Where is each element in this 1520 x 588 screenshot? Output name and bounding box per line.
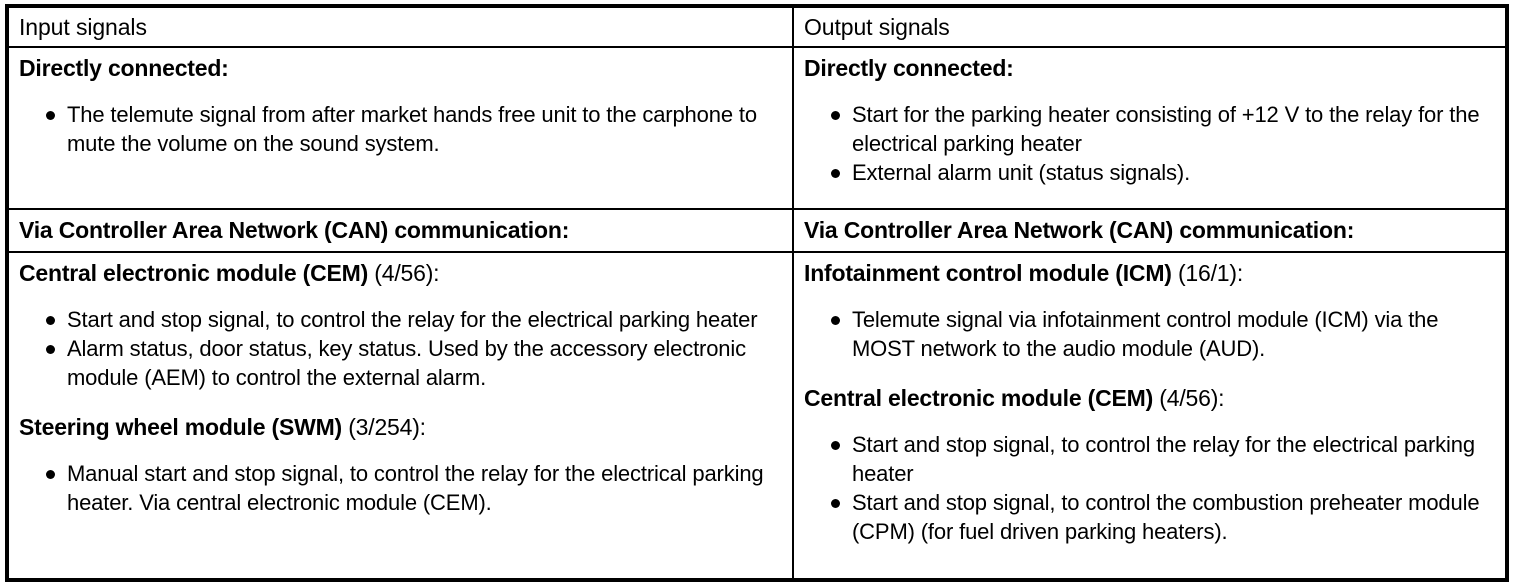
list-item-text: The telemute signal from after market ha… [67, 102, 757, 156]
list-item: Start for the parking heater consisting … [804, 100, 1495, 158]
bullet-dot-icon [831, 316, 840, 325]
bullet-list-input-cem: Start and stop signal, to control the re… [19, 305, 782, 392]
bullet-dot-icon [46, 111, 55, 120]
bullet-list-output-directly-connected: Start for the parking heater consisting … [804, 100, 1495, 187]
column-title-output-signals: Output signals [804, 14, 950, 40]
spacer [804, 83, 1495, 100]
cell-output-directly-connected: Directly connected: Start for the parkin… [794, 48, 1505, 208]
cell-output-can-body: Infotainment control module (ICM) (16/1)… [794, 253, 1505, 578]
list-item: Start and stop signal, to control the re… [804, 430, 1495, 488]
bullet-dot-icon [46, 316, 55, 325]
bullet-dot-icon [831, 169, 840, 178]
spacer [19, 288, 782, 305]
list-item: The telemute signal from after market ha… [19, 100, 782, 158]
subheading-directly-connected-input: Directly connected: [19, 55, 229, 81]
spacer [19, 442, 782, 459]
banner-can-input: Via Controller Area Network (CAN) commun… [19, 217, 570, 243]
header-cell-output: Output signals [794, 8, 1505, 46]
subheading-swm-input-bold: Steering wheel module (SWM) [19, 414, 343, 440]
subheading-cem-output-ref: (4/56): [1153, 385, 1225, 411]
cell-input-can-banner: Via Controller Area Network (CAN) commun… [9, 210, 794, 251]
bullet-list-input-directly-connected: The telemute signal from after market ha… [19, 100, 782, 158]
subheading-swm-input-ref: (3/254): [342, 414, 426, 440]
spacer [19, 83, 782, 100]
bullet-dot-icon [831, 499, 840, 508]
table-header-row: Input signals Output signals [9, 8, 1505, 48]
subheading-cem-input-ref: (4/56): [368, 260, 440, 286]
subheading-cem-output-bold: Central electronic module (CEM) [804, 385, 1154, 411]
bullet-dot-icon [831, 111, 840, 120]
table-row-can-body: Central electronic module (CEM) (4/56): … [9, 253, 1505, 578]
subheading-cem-input: Central electronic module (CEM) (4/56): [19, 258, 782, 288]
banner-can-output: Via Controller Area Network (CAN) commun… [804, 217, 1355, 243]
bullet-dot-icon [46, 345, 55, 354]
list-item: External alarm unit (status signals). [804, 158, 1495, 187]
bullet-dot-icon [46, 470, 55, 479]
list-item-text: Start and stop signal, to control the re… [852, 432, 1475, 486]
signals-table: Input signals Output signals Directly co… [5, 4, 1509, 582]
spacer [19, 392, 782, 412]
subheading-directly-connected-output: Directly connected: [804, 55, 1014, 81]
subheading-swm-input: Steering wheel module (SWM) (3/254): [19, 412, 782, 442]
list-item-text: Start and stop signal, to control the re… [67, 307, 758, 332]
subheading-icm-output-ref: (16/1): [1171, 260, 1244, 286]
cell-input-can-body: Central electronic module (CEM) (4/56): … [9, 253, 794, 578]
list-item-text: Telemute signal via infotainment control… [852, 307, 1439, 361]
table-row-can-banner: Via Controller Area Network (CAN) commun… [9, 210, 1505, 253]
cell-output-can-banner: Via Controller Area Network (CAN) commun… [794, 210, 1505, 251]
list-item-text: Start and stop signal, to control the co… [852, 490, 1480, 544]
table-row-directly-connected: Directly connected: The telemute signal … [9, 48, 1505, 210]
subheading-cem-output: Central electronic module (CEM) (4/56): [804, 383, 1495, 413]
spacer [804, 288, 1495, 305]
list-item-text: Alarm status, door status, key status. U… [67, 336, 746, 390]
list-item: Start and stop signal, to control the re… [19, 305, 782, 334]
subheading-cem-input-bold: Central electronic module (CEM) [19, 260, 369, 286]
list-item-text: Manual start and stop signal, to control… [67, 461, 764, 515]
list-item-text: Start for the parking heater consisting … [852, 102, 1480, 156]
bullet-list-input-swm: Manual start and stop signal, to control… [19, 459, 782, 517]
bullet-list-output-cem: Start and stop signal, to control the re… [804, 430, 1495, 546]
subheading-icm-output: Infotainment control module (ICM) (16/1)… [804, 258, 1495, 288]
list-item: Telemute signal via infotainment control… [804, 305, 1495, 363]
bullet-list-output-icm: Telemute signal via infotainment control… [804, 305, 1495, 363]
list-item: Manual start and stop signal, to control… [19, 459, 782, 517]
column-title-input-signals: Input signals [19, 14, 147, 40]
bullet-dot-icon [831, 441, 840, 450]
spacer [804, 413, 1495, 430]
list-item-text: External alarm unit (status signals). [852, 160, 1191, 185]
list-item: Alarm status, door status, key status. U… [19, 334, 782, 392]
header-cell-input: Input signals [9, 8, 794, 46]
cell-input-directly-connected: Directly connected: The telemute signal … [9, 48, 794, 208]
spacer [804, 363, 1495, 383]
subheading-icm-output-bold: Infotainment control module (ICM) [804, 260, 1172, 286]
list-item: Start and stop signal, to control the co… [804, 488, 1495, 546]
